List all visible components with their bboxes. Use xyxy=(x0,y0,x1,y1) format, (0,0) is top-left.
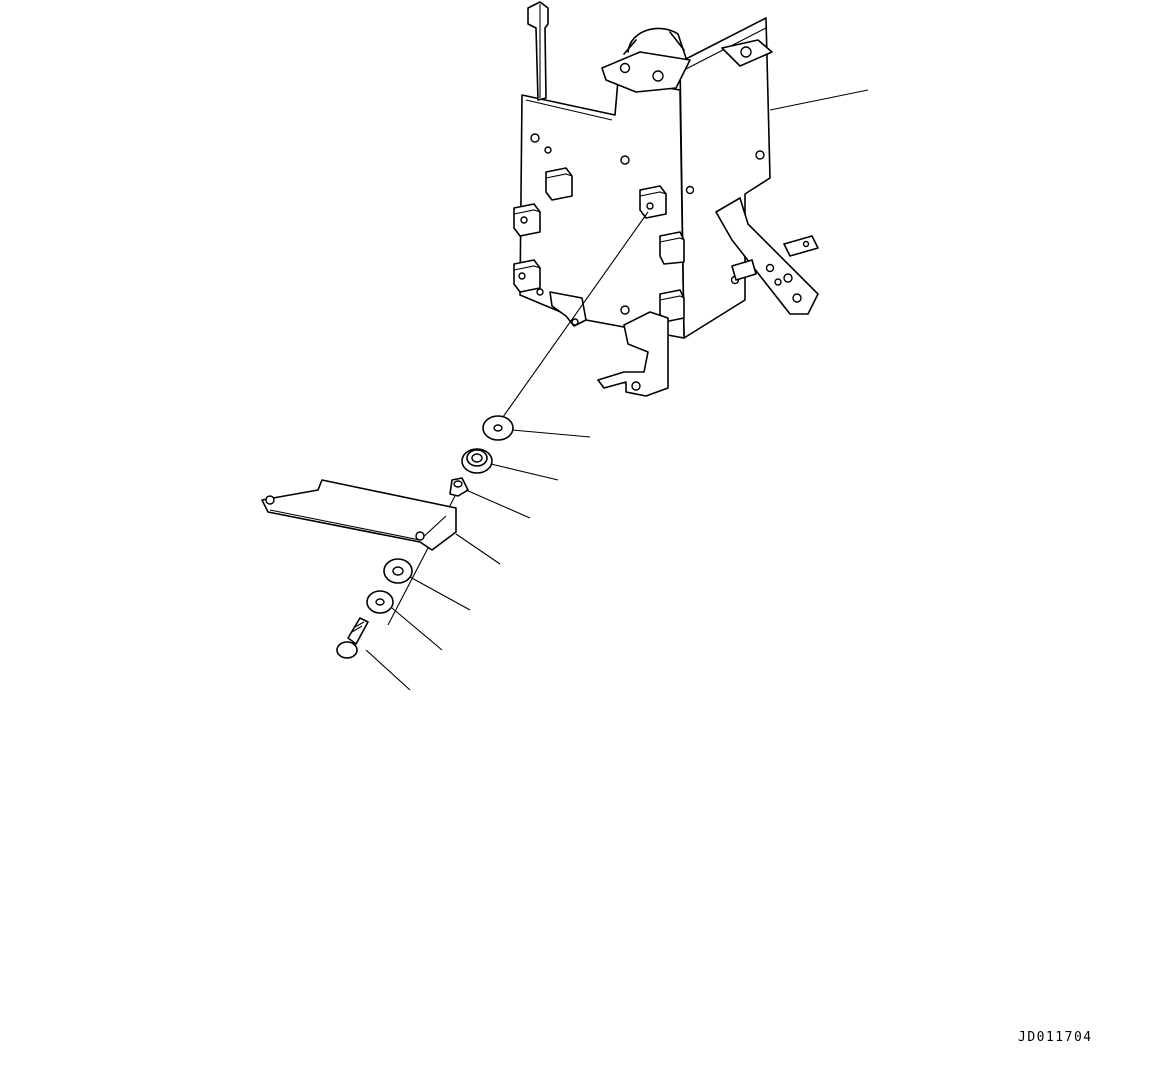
mount-block xyxy=(513,203,541,237)
leader-line xyxy=(769,89,869,111)
leader-lines xyxy=(365,89,869,691)
cover-bracket xyxy=(261,479,457,551)
leader-line xyxy=(409,576,471,611)
mount-block xyxy=(545,167,573,201)
collar-spacer xyxy=(449,477,469,497)
assembly-axis-line xyxy=(497,211,649,425)
main-bracket-assembly xyxy=(513,1,819,397)
hex-bolt xyxy=(336,617,369,659)
leader-line xyxy=(465,489,531,519)
washer xyxy=(482,415,514,441)
drawing-id-label: JD011704 xyxy=(1018,1030,1093,1045)
leader-line xyxy=(455,533,501,565)
leader-line xyxy=(365,649,411,691)
mount-block xyxy=(513,259,541,293)
leader-line xyxy=(511,429,591,438)
mount-block xyxy=(639,185,667,219)
flat-washer xyxy=(366,590,394,614)
mount-block xyxy=(659,231,685,265)
mount-block xyxy=(659,289,685,323)
nut xyxy=(383,558,413,584)
leader-line xyxy=(490,463,559,481)
leader-line xyxy=(391,607,443,651)
rubber-grommet xyxy=(461,448,493,474)
